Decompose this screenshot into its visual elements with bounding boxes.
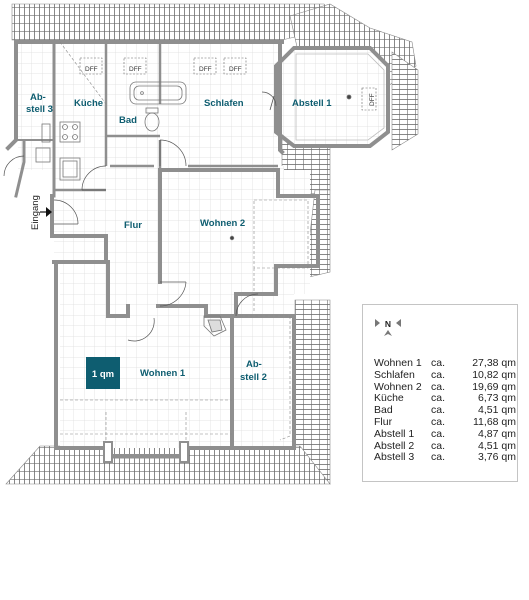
area-name: Abstell 1 <box>374 427 415 440</box>
area-value: 10,82 qm <box>472 368 516 381</box>
dff-label: DFF <box>85 66 98 73</box>
scale-box: 1 qm <box>86 357 120 389</box>
area-ca: ca. <box>431 439 446 452</box>
area-ca: ca. <box>431 415 446 428</box>
area-ca: ca. <box>431 380 446 393</box>
ceiling-marker <box>229 235 235 241</box>
cabinet <box>35 147 51 163</box>
area-name: Abstell 2 <box>374 439 415 452</box>
room-label-wohnen2: Wohnen 2 <box>200 218 245 229</box>
area-name: Abstell 3 <box>374 451 415 464</box>
area-ca: ca. <box>431 368 446 381</box>
dff-labels: DFF DFF DFF DFF DFF <box>85 66 376 106</box>
roof-tiles <box>5 3 419 485</box>
room-label-bad: Bad <box>119 115 137 126</box>
bathtub <box>129 81 187 105</box>
area-value: 19,69 qm <box>472 380 516 393</box>
area-value: 11,68 qm <box>473 415 516 428</box>
dff-label: DFF <box>199 66 212 73</box>
room-label-abstell1: Abstell 1 <box>292 98 332 109</box>
area-name: Wohnen 2 <box>374 380 422 393</box>
area-row: Schlafen ca. 10,82 qm <box>374 368 516 382</box>
area-ca: ca. <box>431 404 446 417</box>
area-ca: ca. <box>431 451 446 464</box>
room-label-abstell2-line1: Ab- <box>246 359 262 370</box>
stove <box>59 121 81 143</box>
area-value: 4,51 qm <box>478 439 516 452</box>
area-name: Bad <box>374 404 393 417</box>
roof-windows <box>79 57 377 111</box>
entrance-arrow-icon <box>40 207 52 217</box>
area-row: Bad ca. 4,51 qm <box>374 404 516 417</box>
room-label-schlafen: Schlafen <box>204 98 244 109</box>
area-row: Wohnen 1 ca. 27,38 qm <box>374 357 516 370</box>
room-label-wohnen1: Wohnen 1 <box>140 368 186 379</box>
area-value: 6,73 qm <box>478 392 516 405</box>
area-name: Flur <box>374 415 393 428</box>
dff-label: DFF <box>129 66 142 73</box>
area-row: Abstell 2 ca. 4,51 qm <box>374 439 516 453</box>
vent-marker <box>346 94 352 100</box>
room-label-flur: Flur <box>124 220 142 231</box>
scale-box-label: 1 qm <box>92 369 114 380</box>
room-labels: Küche Bad Schlafen Abstell 1 Ab- stell 3… <box>26 92 332 383</box>
room-label-abstell3-line1: Ab- <box>30 92 46 103</box>
room-label-abstell3-line2: stell 3 <box>26 104 53 115</box>
sink <box>59 157 81 181</box>
area-ca: ca. <box>431 357 446 369</box>
fixtures <box>35 81 352 337</box>
area-row: Flur ca. 11,68 qm <box>374 415 516 429</box>
area-row: Wohnen 2 ca. 19,69 qm <box>374 380 516 394</box>
window-bay <box>103 441 189 463</box>
area-name: Küche <box>374 392 404 405</box>
room-label-abstell2-line2: stell 2 <box>240 372 267 383</box>
abstell1-walls <box>261 46 390 148</box>
compass-icon: N <box>375 319 401 336</box>
dff-label: DFF <box>229 66 242 73</box>
walls <box>5 40 320 458</box>
area-value: 27,38 qm <box>472 357 516 369</box>
chimney <box>203 315 227 337</box>
room-label-kueche: Küche <box>74 98 103 109</box>
dff-label: DFF <box>369 93 376 106</box>
area-value: 4,87 qm <box>478 427 516 440</box>
area-ca: ca. <box>431 392 446 405</box>
area-name: Wohnen 1 <box>374 357 422 369</box>
compass-label: N <box>385 319 391 329</box>
area-row: Abstell 3 ca. 3,76 qm <box>374 452 516 464</box>
floor-grid <box>18 42 388 448</box>
area-row: Abstell 1 ca. 4,87 qm <box>374 427 516 441</box>
area-value: 4,51 qm <box>478 404 516 417</box>
area-row: Küche ca. 6,73 qm <box>374 393 516 405</box>
area-value: 3,76 qm <box>478 451 516 464</box>
entrance-label: Eingang <box>30 195 41 230</box>
doors <box>3 139 259 342</box>
area-legend: N Wohnen 1 ca. 27,38 qm Schlafen ca. 10,82 qm… <box>362 304 518 482</box>
area-ca: ca. <box>431 427 446 440</box>
area-name: Schlafen <box>374 368 415 381</box>
